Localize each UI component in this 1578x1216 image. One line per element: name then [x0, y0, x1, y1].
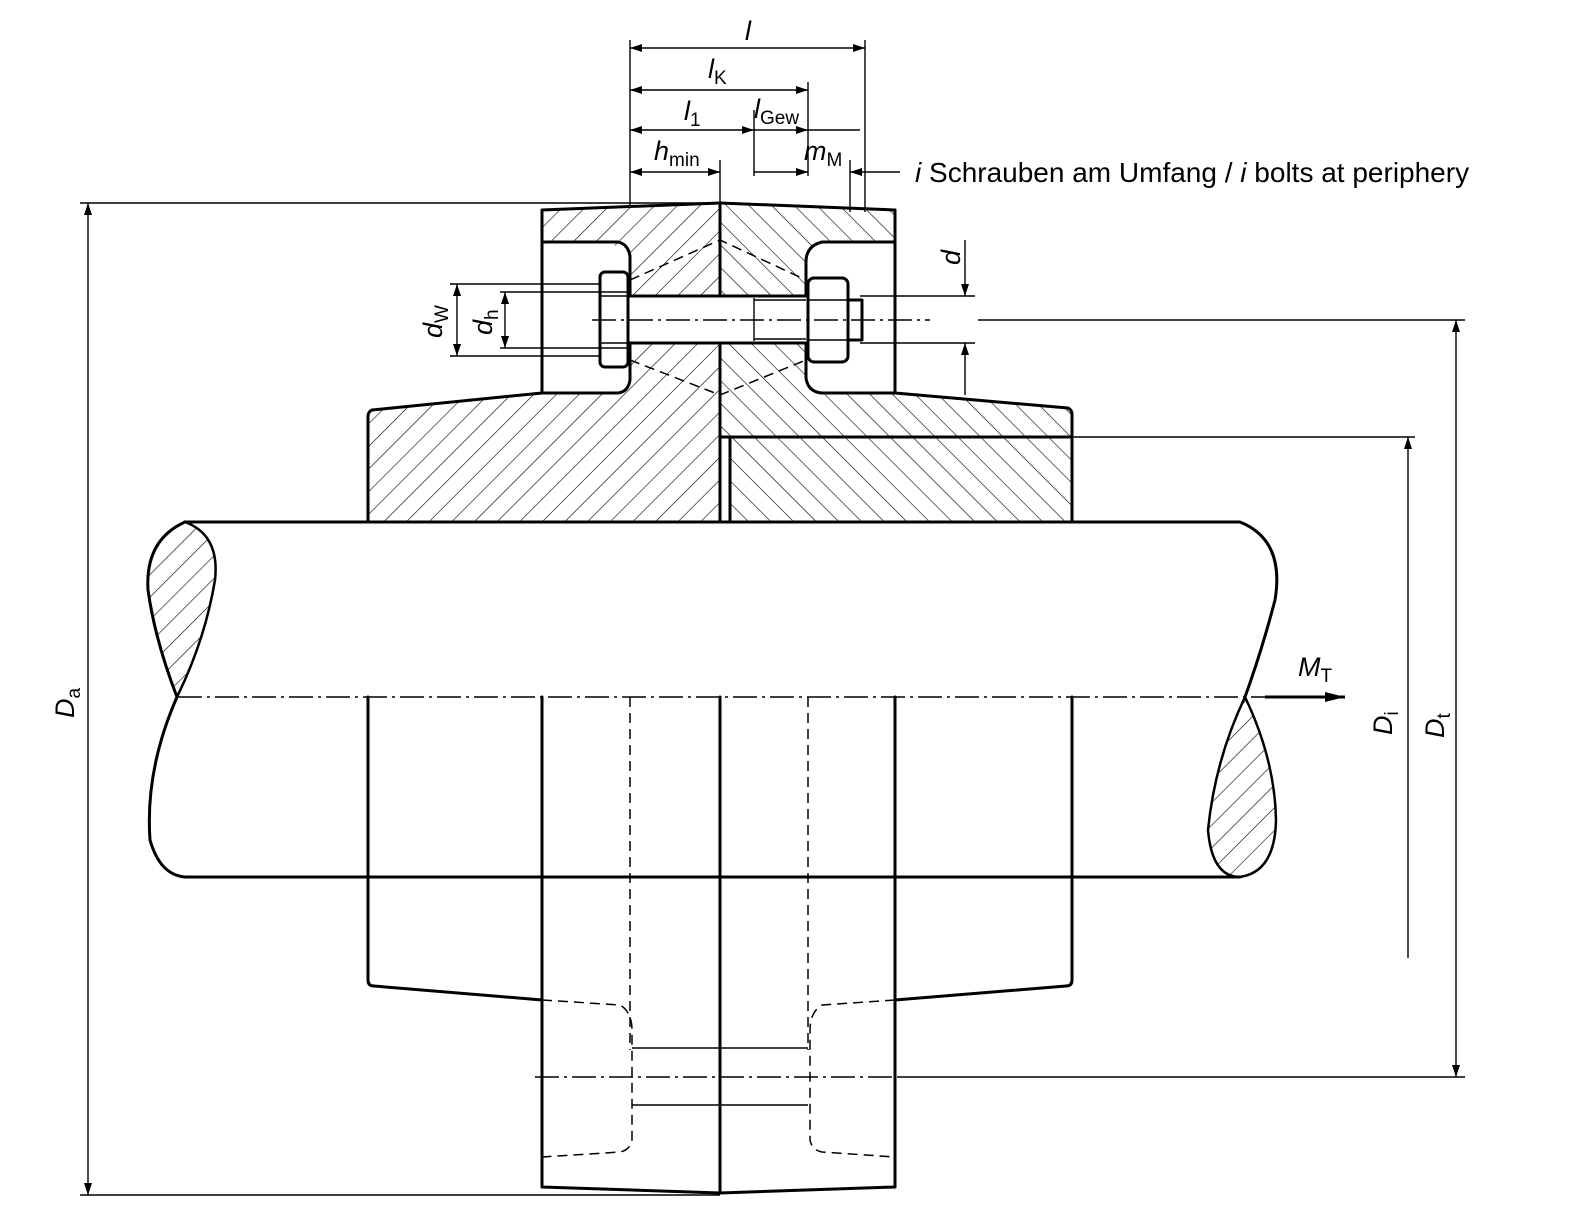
pressure-cones: [629, 239, 807, 396]
flange-joint-line: [718, 201, 732, 524]
label-dW: dW: [418, 305, 453, 338]
left-flange-section: [366, 201, 722, 524]
shaft: [146, 520, 1279, 879]
label-Dt: Dt: [1420, 713, 1455, 739]
label-Da: Da: [50, 688, 85, 719]
label-dh: dh: [468, 309, 503, 335]
label-l: l: [745, 16, 752, 46]
right-flange-section: [718, 201, 1074, 524]
label-Di: Di: [1368, 711, 1403, 735]
bolt: [592, 270, 930, 369]
label-lGew: lGew: [754, 94, 799, 129]
label-d: d: [936, 249, 966, 265]
bolts-note: i Schrauben am Umfang / i bolts at perip…: [915, 157, 1469, 188]
label-hmin: hmin: [654, 136, 700, 171]
label-MT: MT: [1298, 652, 1333, 687]
label-l1: l1: [684, 96, 701, 131]
lower-view: [366, 695, 1074, 1195]
dimension-lines: [80, 40, 1465, 1196]
label-mM: mM: [804, 136, 842, 171]
label-lK: lK: [708, 54, 727, 89]
